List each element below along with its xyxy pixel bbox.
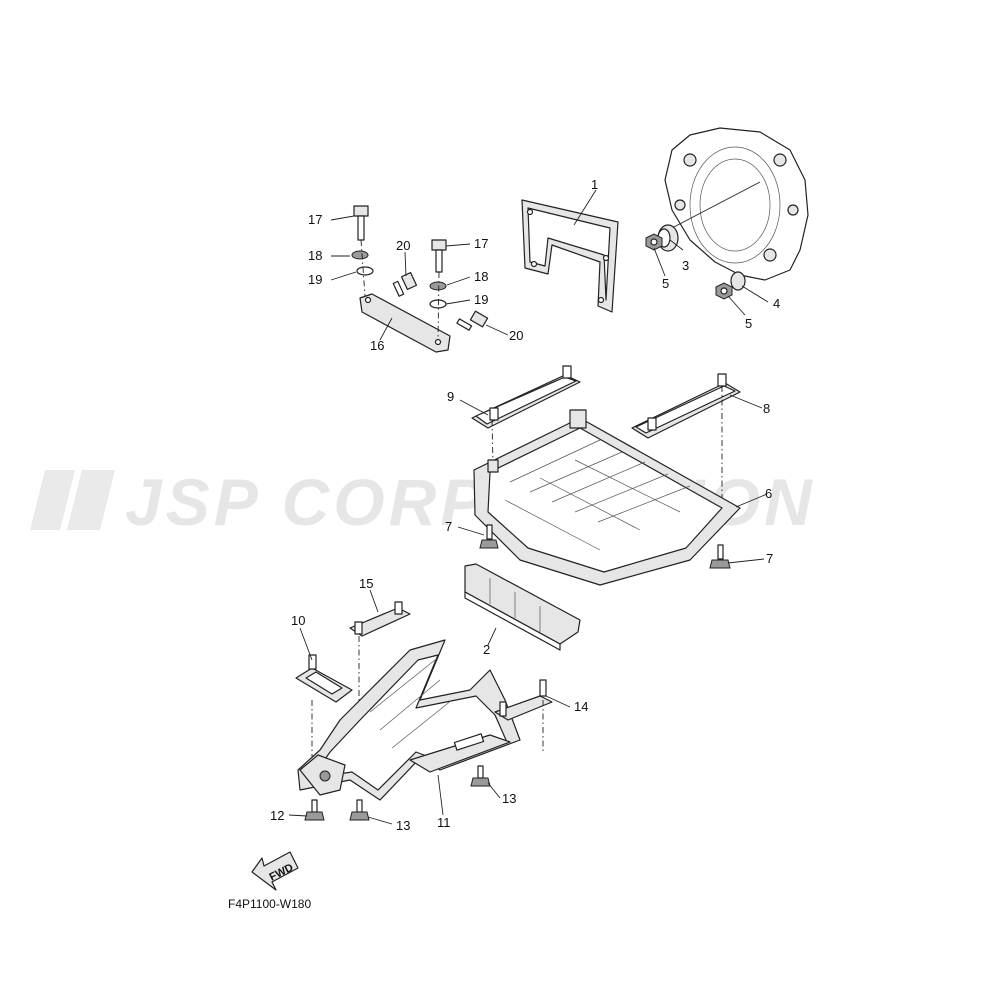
- callout-16: 16: [370, 338, 384, 353]
- part-13-bolt-a: [349, 799, 370, 821]
- callout-20-b: 20: [509, 328, 523, 343]
- part-1-plate: [521, 199, 619, 313]
- part-18-washer-b: [429, 281, 447, 291]
- part-9-rail: [471, 365, 581, 429]
- callout-15: 15: [359, 576, 373, 591]
- part-11-intake-grate: [297, 639, 521, 801]
- callout-8: 8: [763, 401, 770, 416]
- diagram-code: F4P1100-W180: [228, 897, 311, 911]
- part-4-washer: [730, 271, 746, 291]
- callout-18-a: 18: [308, 248, 322, 263]
- part-5-nut-a: [645, 233, 663, 251]
- part-13-bolt-b: [470, 765, 491, 787]
- part-2-strip: [464, 563, 581, 651]
- callout-7-b: 7: [766, 551, 773, 566]
- part-5-nut-b: [715, 282, 733, 300]
- callout-5-a: 5: [662, 276, 669, 291]
- callout-11: 11: [437, 815, 451, 830]
- callout-17-b: 17: [474, 236, 488, 251]
- callout-18-b: 18: [474, 269, 488, 284]
- callout-1: 1: [591, 177, 598, 192]
- callout-12: 12: [270, 808, 284, 823]
- callout-5-b: 5: [745, 316, 752, 331]
- part-17-bolt-a: [353, 205, 369, 241]
- fwd-arrow-icon: FWD: [251, 851, 299, 891]
- callout-17-a: 17: [308, 212, 322, 227]
- part-19-washer-a: [356, 266, 374, 276]
- part-14-bracket: [494, 679, 553, 721]
- part-17-bolt-b: [431, 239, 447, 273]
- part-10-bracket: [295, 654, 353, 703]
- part-7-bolt-a: [479, 524, 499, 549]
- part-19-washer-b: [429, 299, 447, 309]
- part-8-rail: [631, 373, 741, 439]
- leader-lines: [288, 189, 769, 825]
- callout-3: 3: [682, 258, 689, 273]
- callout-2: 2: [483, 642, 490, 657]
- engine-housing: [664, 127, 809, 281]
- watermark-logo-mark: [30, 470, 75, 530]
- callout-19-b: 19: [474, 292, 488, 307]
- callout-19-a: 19: [308, 272, 322, 287]
- callout-14: 14: [574, 699, 588, 714]
- watermark-logo-mark-2: [67, 470, 115, 530]
- callout-4: 4: [773, 296, 780, 311]
- part-15-bracket: [349, 601, 411, 637]
- callout-9: 9: [447, 389, 454, 404]
- callout-10: 10: [291, 613, 305, 628]
- part-20-screw-b: [456, 310, 489, 331]
- callout-7-a: 7: [445, 519, 452, 534]
- part-18-washer-a: [351, 250, 369, 260]
- callout-labels: 1 2 3 4 5 5 6 7 7 8 9 10 11 12 13 13 14 …: [270, 177, 780, 833]
- callout-6: 6: [765, 486, 772, 501]
- part-6-grate: [473, 409, 741, 586]
- part-20-screw-a: [392, 271, 418, 297]
- callout-13-b: 13: [502, 791, 516, 806]
- callout-13-a: 13: [396, 818, 410, 833]
- part-7-bolt-b: [709, 544, 731, 569]
- callout-20-a: 20: [396, 238, 410, 253]
- part-16-bracket: [359, 293, 451, 353]
- part-12-bolt: [304, 799, 325, 821]
